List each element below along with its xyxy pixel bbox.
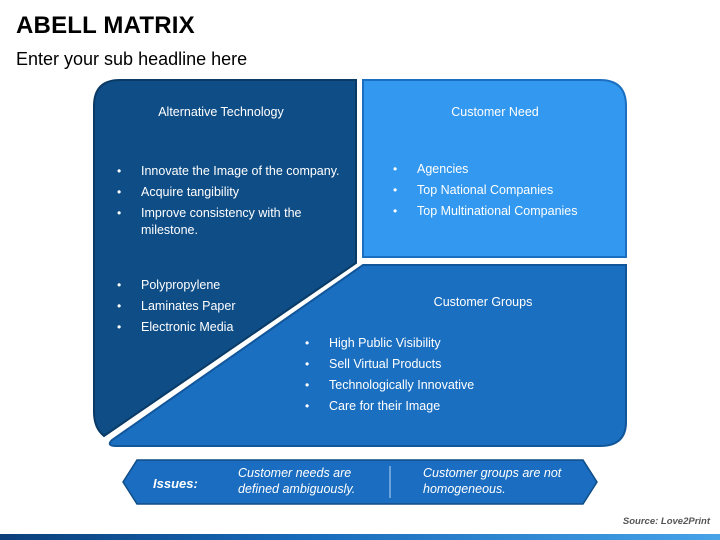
customer-groups-list: High Public Visibility Sell Virtual Prod… <box>305 335 525 419</box>
list-item: Electronic Media <box>117 319 337 336</box>
list-item: Acquire tangibility <box>117 184 352 201</box>
list-item: Top Multinational Companies <box>393 203 623 220</box>
list-item: Top National Companies <box>393 182 623 199</box>
customer-groups-heading: Customer Groups <box>433 295 533 309</box>
list-item: Polypropylene <box>117 277 337 294</box>
list-item: Agencies <box>393 161 623 178</box>
source-credit: Source: Love2Print <box>622 516 710 527</box>
issues-banner <box>122 459 598 505</box>
page-subtitle: Enter your sub headline here <box>16 49 248 69</box>
list-item: High Public Visibility <box>305 335 525 352</box>
issues-label: Issues: <box>153 476 198 491</box>
issue-first: Customer needs are defined ambiguously. <box>238 466 356 496</box>
list-item: Laminates Paper <box>117 298 337 315</box>
issue-second: Customer groups are not homogeneous. <box>423 466 562 496</box>
alternative-technology-list-top: Innovate the Image of the company. Acqui… <box>117 163 352 243</box>
customer-need-heading: Customer Need <box>451 105 539 119</box>
list-item: Innovate the Image of the company. <box>117 163 352 180</box>
list-item: Sell Virtual Products <box>305 356 525 373</box>
alternative-technology-list-bottom: Polypropylene Laminates Paper Electronic… <box>117 277 337 340</box>
bottom-accent-bar <box>0 534 720 540</box>
page-title: ABELL MATRIX <box>16 12 195 39</box>
alternative-technology-heading: Alternative Technology <box>158 105 284 119</box>
list-item: Technologically Innovative <box>305 377 525 394</box>
list-item: Care for their Image <box>305 398 525 415</box>
customer-need-list: Agencies Top National Companies Top Mult… <box>393 161 623 224</box>
list-item: Improve consistency with the milestone. <box>117 205 352 239</box>
